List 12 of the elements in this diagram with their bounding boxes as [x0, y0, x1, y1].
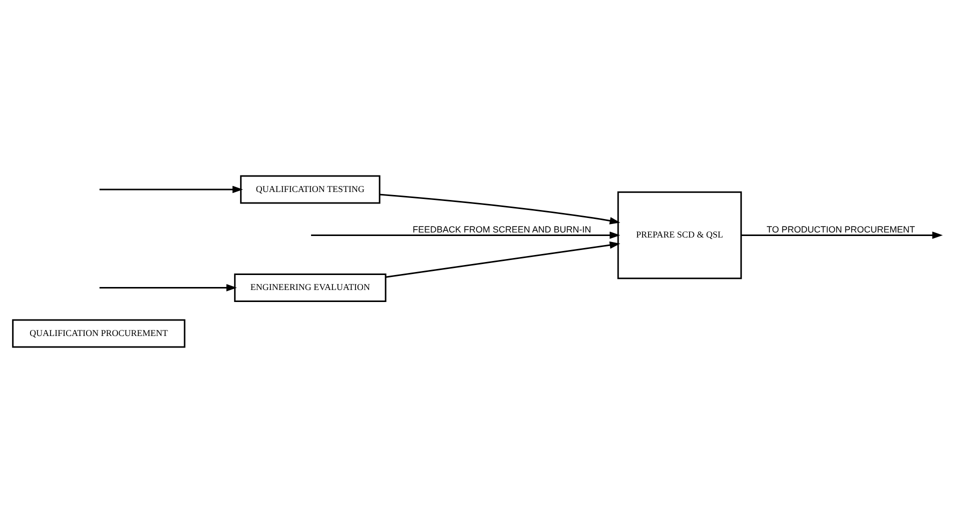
node-box: ENGINEERING EVALUATION	[234, 274, 386, 302]
node-box: QUALIFICATION PROCUREMENT	[12, 319, 186, 348]
arrow	[386, 241, 620, 278]
node-box: QUALIFICATION TESTING	[240, 175, 380, 204]
arrow	[100, 284, 237, 292]
arrow	[380, 194, 620, 224]
arrow	[741, 232, 943, 239]
arrow	[100, 186, 244, 194]
edge-label: FEEDBACK FROM SCREEN AND BURN-IN	[412, 224, 592, 235]
edge-label: TO PRODUCTION PROCUREMENT	[766, 224, 916, 235]
node-box: PREPARE SCD & QSL	[617, 191, 742, 280]
arrow	[311, 232, 620, 239]
